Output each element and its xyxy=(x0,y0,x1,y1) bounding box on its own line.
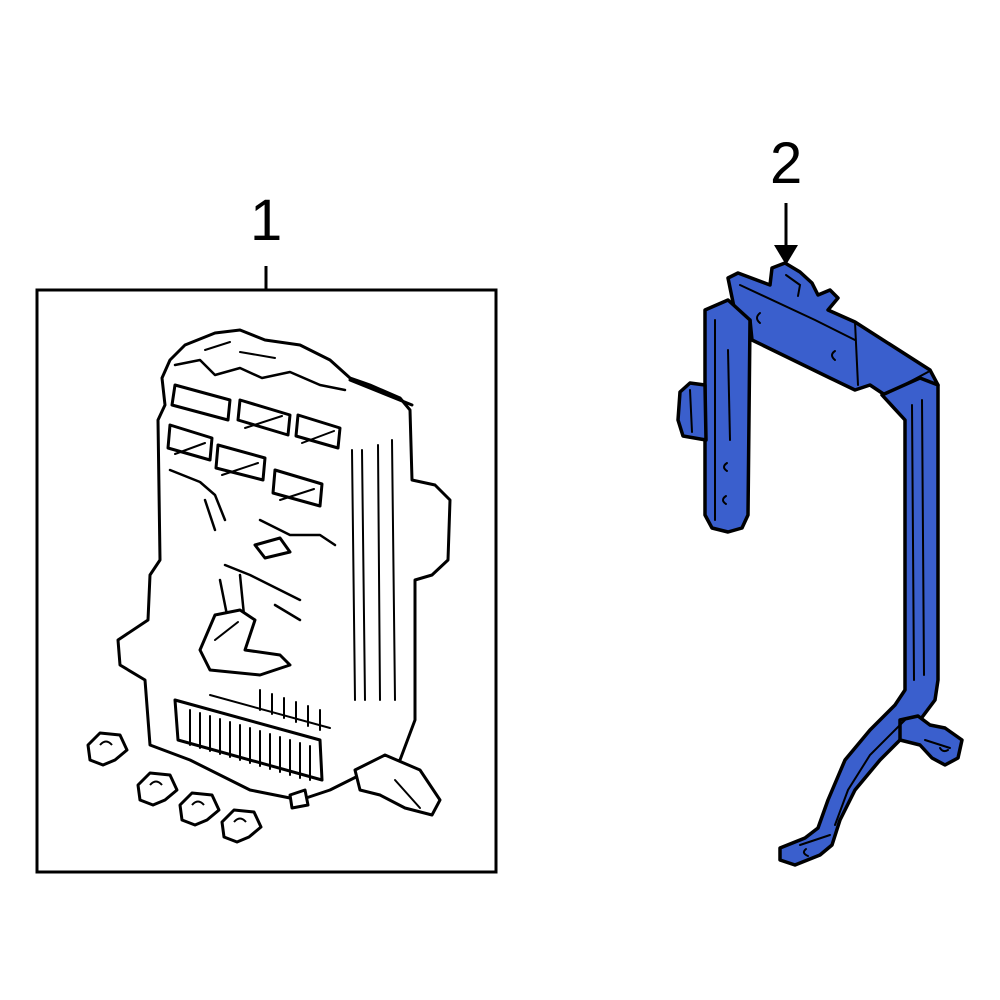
bracket-detail-lines xyxy=(689,274,951,857)
part-1-callout-label: 1 xyxy=(250,188,283,253)
fuse-box-illustration xyxy=(116,328,452,817)
part-2-callout-label: 2 xyxy=(770,131,803,196)
fuse-clip-3 xyxy=(178,791,221,827)
fuse-clip-4 xyxy=(220,808,263,844)
part-1-frame xyxy=(35,288,498,874)
part-2-group[interactable] xyxy=(676,203,964,867)
fuse-clip-2 xyxy=(136,771,179,807)
part-2-arrowhead xyxy=(774,245,798,265)
part-1-group[interactable] xyxy=(35,266,498,874)
mounting-bracket-illustration xyxy=(676,261,964,867)
fuse-clip-1 xyxy=(86,731,129,767)
fuse-clips xyxy=(86,731,263,844)
